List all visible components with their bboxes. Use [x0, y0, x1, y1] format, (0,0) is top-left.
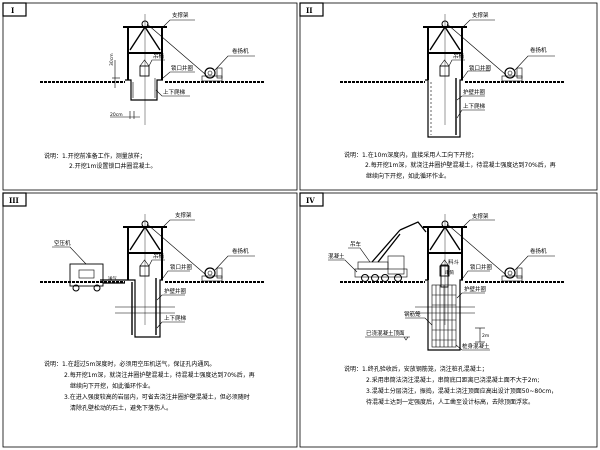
label-ladder: 上下爬梯 — [163, 88, 186, 96]
label-pile-concrete: 桩身混凝土 — [462, 342, 490, 350]
label-collar: 锁口井圈 — [171, 64, 194, 72]
note-line: 说明：1.终孔验收后，安放钢筋笼，浇注桩孔混凝土； — [344, 365, 488, 373]
note-line: 说明：1.在10m深度内，直接采用人工向下开挖； — [344, 151, 477, 159]
label-rebar-cage: 钢筋笼 — [404, 310, 421, 318]
label-winch: 卷扬机 — [530, 247, 547, 255]
panel-2: II 支撑架 卷扬机 吊桶 锁口井圈 护壁井圈 上下爬梯 说明：1.在10m深度… — [299, 2, 566, 180]
label-hopper: 料斗 — [448, 258, 460, 266]
panel-1: I 30cm 20cm 支撑架 卷扬机 吊桶 锁口井圈 上下爬梯 说明：1.开挖… — [2, 2, 266, 170]
dim-height-label: 30cm — [109, 53, 115, 66]
label-frame: 支撑架 — [175, 211, 192, 219]
note-line: 2.采用串筒法浇注混凝土，串筒底口距离已浇混凝土面不大于2m; — [366, 376, 539, 384]
label-crane: 吊车 — [350, 240, 362, 248]
note-line: 继续向下开挖，如此循环作业。 — [70, 382, 154, 390]
panel-3-tag: III — [9, 196, 19, 205]
panel-1-border — [2, 2, 298, 191]
label-bucket: 吊桶 — [453, 52, 465, 60]
label-air-supply: 送气 — [108, 275, 117, 282]
label-wall-ring: 护壁井圈 — [463, 88, 486, 96]
label-bucket: 吊桶 — [153, 52, 165, 60]
label-compressor: 空压机 — [54, 239, 71, 247]
note-line: 3.在进入强度较高的岩层内，可省去浇注井圈护壁混凝土，但必须随时 — [64, 393, 250, 401]
note-line: 说明：1.开挖前准备工作，测量放样； — [44, 152, 146, 160]
label-wall-ring: 护壁井圈 — [164, 287, 187, 295]
label-collar: 锁口井圈 — [470, 263, 493, 271]
note-line: 说明：1.在超过5m深度时，必须用空压机送气，保证孔内通风。 — [44, 360, 215, 368]
label-frame: 支撑架 — [472, 212, 489, 220]
label-winch: 卷扬机 — [232, 47, 249, 55]
note-line: 2.每开挖1m深，就浇注井圈护壁混凝土，待混凝土强度达到70%后，再 — [64, 371, 255, 379]
panel-3: III 空压机 送气 支撑架 卷扬机 吊桶 锁口井圈 — [2, 192, 266, 412]
label-wall-ring: 护壁井圈 — [464, 285, 487, 293]
note-line: 2.每开挖1m深，就浇注井圈护壁混凝土，待混凝土强度达到70%后，再 — [365, 161, 556, 169]
label-winch: 卷扬机 — [232, 247, 249, 255]
label-poured-top: 已浇混凝土顶面 — [366, 329, 405, 337]
note-line: 待混凝土达到一定强度后，人工凿至设计标高，去除顶面浮浆。 — [366, 398, 534, 406]
panel-4-tag: IV — [306, 196, 315, 205]
label-frame: 支撑架 — [172, 11, 189, 19]
note-line: 2.开挖1m设置锁口井圈混凝土。 — [69, 162, 156, 170]
note-line: 继续向下开挖，如此循环作业。 — [366, 172, 450, 180]
panel-2-border — [299, 2, 598, 191]
dim-width-label: 20cm — [110, 112, 123, 118]
panel-3-border — [2, 192, 298, 448]
panel-2-tag: II — [306, 6, 313, 15]
label-ladder: 上下爬梯 — [164, 314, 187, 322]
label-frame: 支撑架 — [472, 11, 489, 19]
label-collar: 锁口井圈 — [170, 263, 193, 271]
note-line: 3.混凝土分层浇注，振捣，混凝土浇注顶面应高出设计顶面50~80cm， — [366, 387, 557, 395]
label-winch: 卷扬机 — [530, 46, 547, 54]
label-bucket: 吊桶 — [153, 252, 165, 260]
label-collar: 锁口井圈 — [469, 64, 492, 72]
label-concrete-truck: 混凝土 — [328, 252, 345, 260]
panel-1-tag: I — [11, 6, 14, 15]
note-line: 清除孔壁松动的石土，避免下落伤人。 — [70, 404, 172, 412]
label-tube: 串筒 — [445, 269, 454, 276]
panel-4: IV — [299, 192, 566, 406]
panel-4-border — [299, 192, 598, 448]
dim-label: 2m — [482, 333, 489, 339]
label-ladder: 上下爬梯 — [463, 102, 486, 110]
